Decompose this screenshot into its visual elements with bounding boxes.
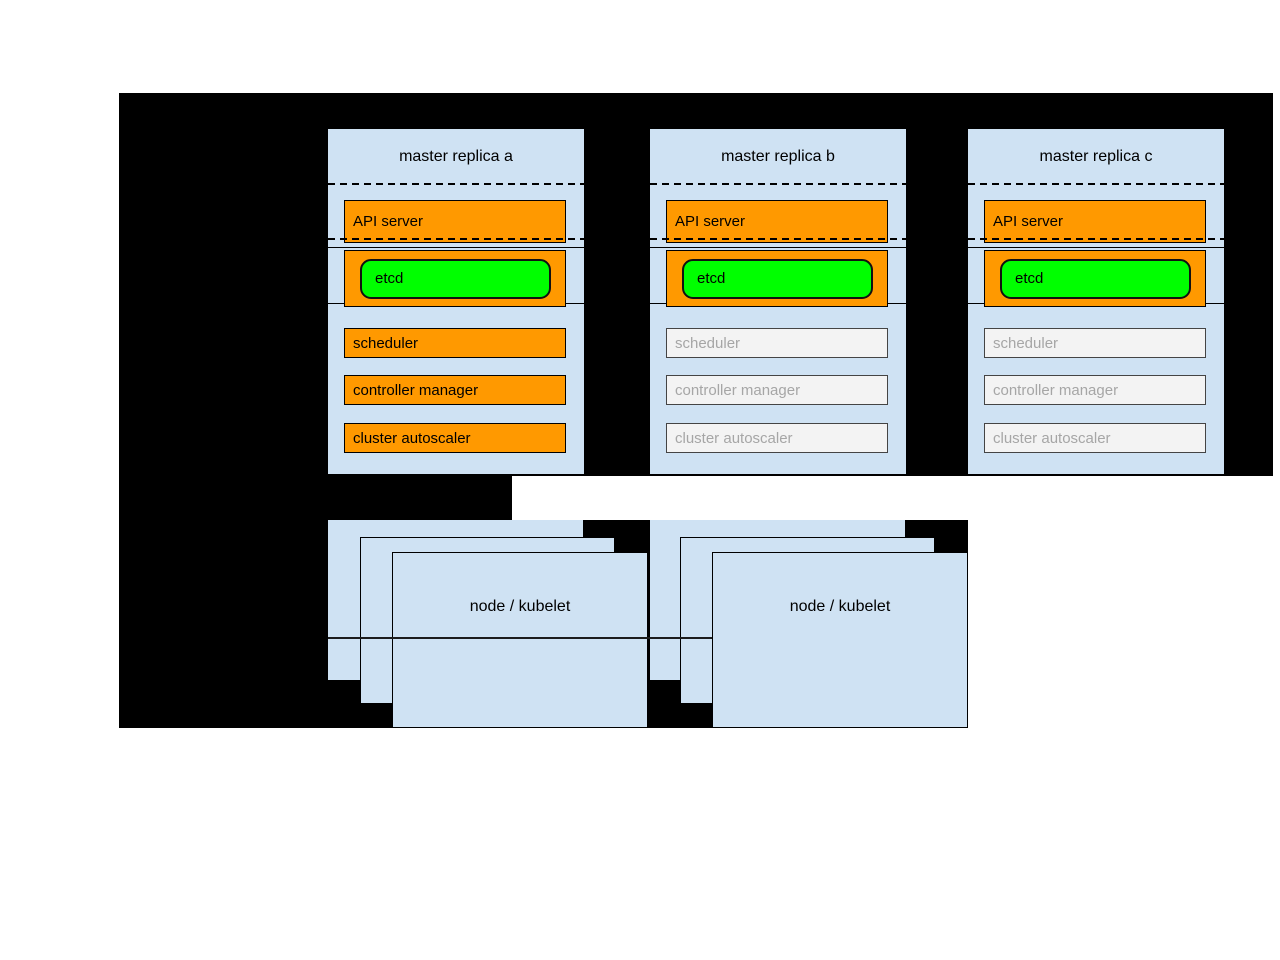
diagram-background-left-strip: [119, 474, 512, 520]
replica-c-dashed-divider-top: [968, 183, 1224, 185]
replica-b-etcd-container: etcd: [666, 250, 888, 307]
replica-b-api-server-box: API server: [666, 200, 888, 243]
node-group-1-label: node / kubelet: [469, 598, 571, 615]
node-group-2-label: node / kubelet: [789, 598, 891, 615]
node-group-2-front-card: node / kubelet: [712, 552, 968, 728]
replica-b-cluster-autoscaler-box: cluster autoscaler: [666, 423, 888, 453]
node-group-1-front-card: node / kubelet: [392, 552, 648, 728]
replica-a-api-server-box: API server: [344, 200, 566, 243]
replica-c-solid-divider-top: [968, 247, 1224, 248]
master-replica-c-panel: master replica c API server etcd schedul…: [968, 129, 1224, 474]
replica-b-etcd-box: etcd: [682, 258, 873, 299]
master-replica-a-panel: master replica a API server etcd schedul…: [328, 129, 584, 474]
replica-b-dashed-divider-mid: [650, 238, 906, 240]
replica-b-scheduler-box: scheduler: [666, 328, 888, 358]
replica-b-controller-manager-box: controller manager: [666, 375, 888, 405]
replica-b-solid-divider-top: [650, 247, 906, 248]
replica-a-solid-divider-top: [328, 247, 584, 248]
replica-a-dashed-divider-top: [328, 183, 584, 185]
replica-a-scheduler-box: scheduler: [344, 328, 566, 358]
master-replica-b-panel: master replica b API server etcd schedul…: [650, 129, 906, 474]
replica-c-api-server-box: API server: [984, 200, 1206, 243]
master-replica-a-title: master replica a: [399, 147, 513, 165]
node-section-divider-line: [328, 637, 713, 639]
replica-c-dashed-divider-mid: [968, 238, 1224, 240]
replica-a-etcd-container: etcd: [344, 250, 566, 307]
replica-a-controller-manager-box: controller manager: [344, 375, 566, 405]
master-replica-b-title: master replica b: [721, 147, 835, 165]
replica-c-controller-manager-box: controller manager: [984, 375, 1206, 405]
replica-c-cluster-autoscaler-box: cluster autoscaler: [984, 423, 1206, 453]
replica-c-scheduler-box: scheduler: [984, 328, 1206, 358]
replica-b-dashed-divider-top: [650, 183, 906, 185]
replica-a-dashed-divider-mid: [328, 238, 584, 240]
replica-a-etcd-box: etcd: [360, 258, 551, 299]
replica-a-cluster-autoscaler-box: cluster autoscaler: [344, 423, 566, 453]
master-replica-c-title: master replica c: [1039, 147, 1153, 165]
replica-c-etcd-container: etcd: [984, 250, 1206, 307]
replica-c-etcd-box: etcd: [1000, 258, 1191, 299]
